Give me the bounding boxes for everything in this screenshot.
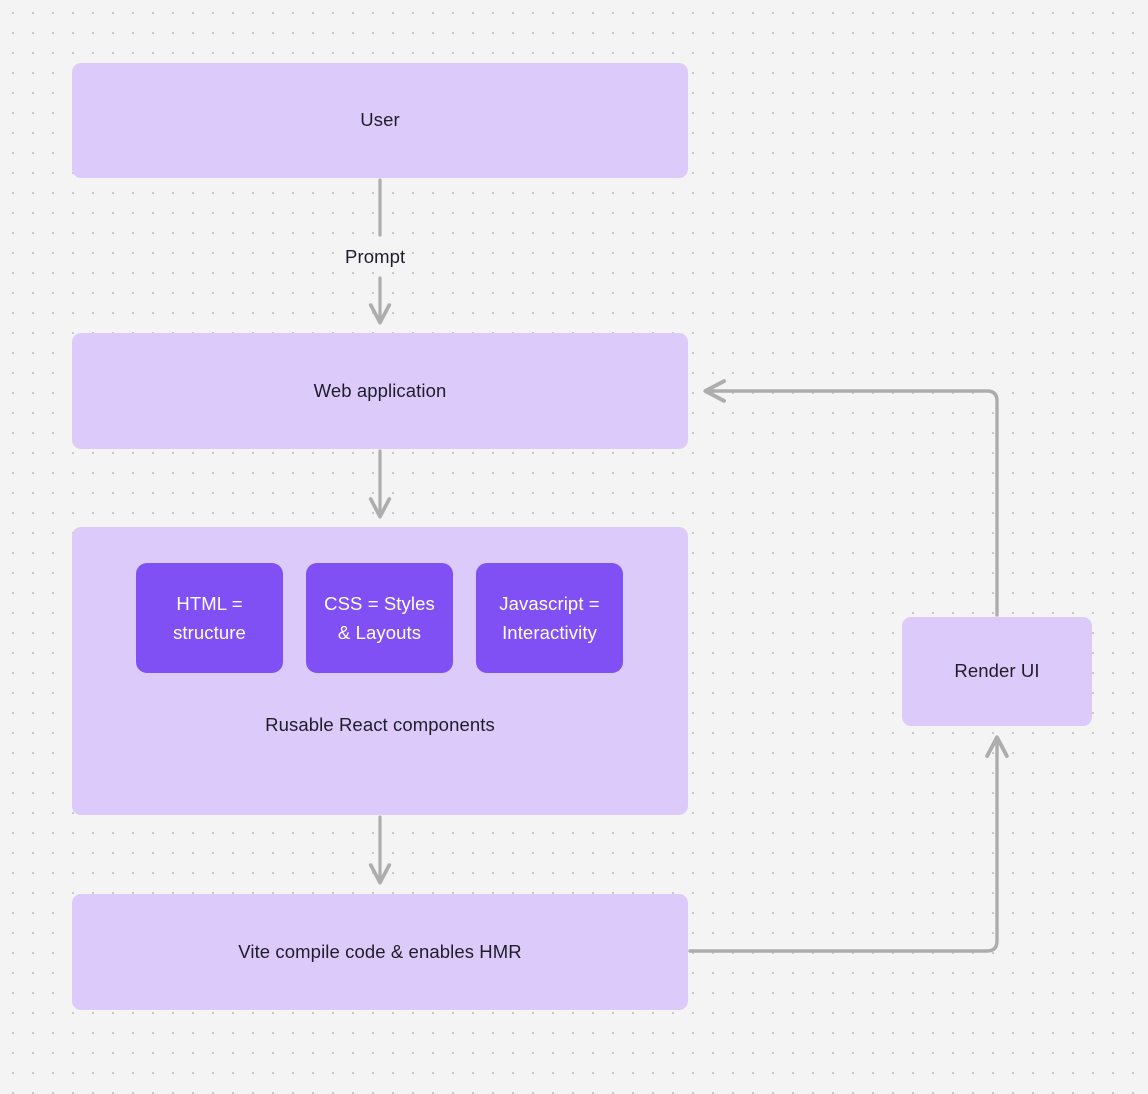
edge-label-prompt: Prompt bbox=[345, 246, 406, 267]
node-user[interactable]: User bbox=[72, 63, 688, 178]
node-html-line1: HTML = bbox=[176, 592, 243, 614]
node-javascript-line2: Interactivity bbox=[502, 622, 597, 643]
node-javascript-line1: Javascript = bbox=[499, 592, 600, 614]
node-html-label: HTML = structure bbox=[173, 589, 246, 647]
edge-vite-to-render-ui bbox=[688, 735, 1009, 953]
node-reusable-react-components-label: Rusable React components bbox=[265, 714, 495, 735]
node-javascript[interactable]: Javascript = Interactivity bbox=[476, 563, 623, 673]
node-vite[interactable]: Vite compile code & enables HMR bbox=[72, 894, 688, 1010]
node-css-label: CSS = Styles & Layouts bbox=[324, 589, 435, 647]
node-css-line1: CSS = Styles bbox=[324, 592, 435, 614]
node-css-line2: & Layouts bbox=[337, 622, 422, 643]
node-css[interactable]: CSS = Styles & Layouts bbox=[306, 563, 453, 673]
node-javascript-label: Javascript = Interactivity bbox=[499, 589, 599, 647]
node-render-ui-label: Render UI bbox=[954, 660, 1040, 682]
edge-render-ui-to-webapp bbox=[703, 379, 999, 617]
node-web-application-label: Web application bbox=[313, 379, 447, 401]
node-user-label: User bbox=[360, 109, 400, 131]
node-html-line2: structure bbox=[173, 622, 246, 643]
node-web-application[interactable]: Web application bbox=[72, 333, 688, 449]
node-vite-label: Vite compile code & enables HMR bbox=[238, 940, 522, 962]
node-render-ui[interactable]: Render UI bbox=[902, 617, 1092, 726]
node-html[interactable]: HTML = structure bbox=[136, 563, 283, 673]
